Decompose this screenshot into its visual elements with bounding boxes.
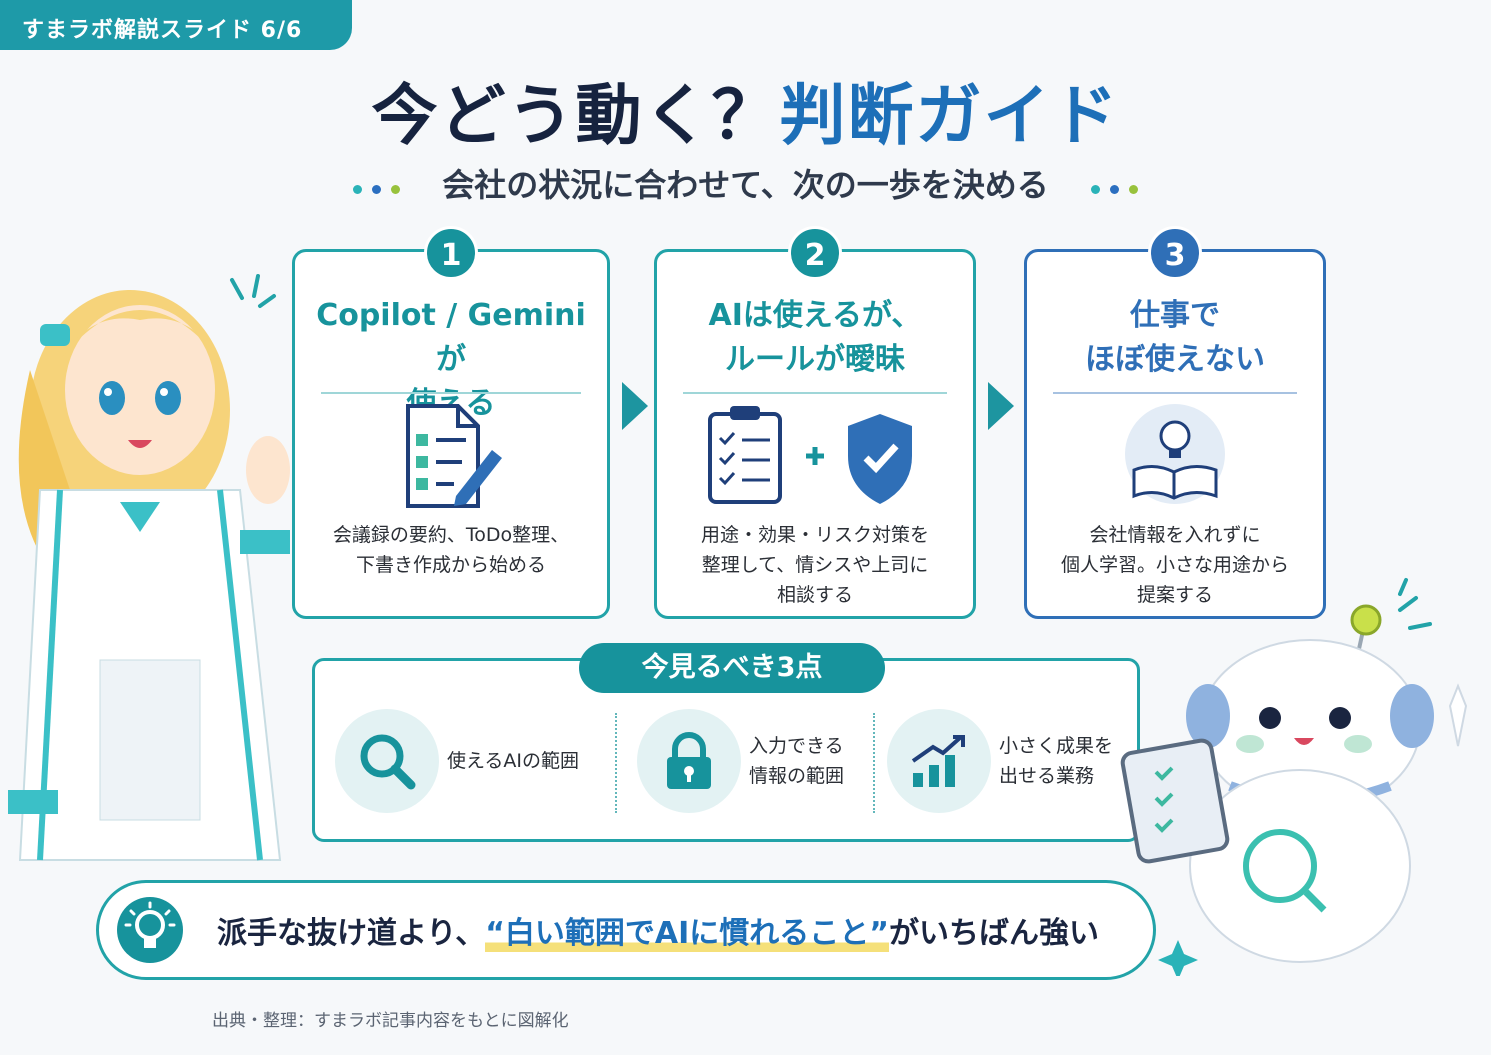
conclusion-highlight: “白い範囲でAIに慣れること” [485, 908, 890, 952]
point-separator-1 [615, 713, 617, 813]
point-1-text: 使えるAIの範囲 [447, 750, 580, 772]
slide-tag: すまラボ解説スライド 6/6 [0, 0, 352, 50]
conclusion-text: 派手な抜け道より、“白い範囲でAIに慣れること”がいちばん強い [217, 883, 1099, 977]
subtitle: 会社の状況に合わせて、次の一歩を決める [0, 160, 1491, 206]
card-3: 3 仕事で ほぼ使えない 会社情報を入れずに 個人学習。小さな用途から 提案する [1024, 226, 1326, 619]
decor-dots-left [348, 168, 405, 206]
title-part1: 今どう動く？ [371, 77, 780, 154]
card-3-body: 会社情報を入れずに 個人学習。小さな用途から 提案する [1060, 524, 1289, 606]
lightbulb-book-icon [1125, 404, 1225, 504]
robot-mascot-illustration [1120, 578, 1468, 976]
key-points-box: 今見るべき3点 使えるAIの範囲 入力できる情報の範囲 [312, 643, 1140, 842]
card-1-number: 1 [424, 226, 478, 280]
point-1: 使えるAIの範囲 [335, 705, 605, 817]
point-2: 入力できる情報の範囲 [637, 705, 867, 817]
growth-chart-icon [911, 735, 965, 787]
subtitle-text: 会社の状況に合わせて、次の一歩を決める [442, 166, 1049, 204]
source-note: 出典・整理：すまラボ記事内容をもとに図解化 [212, 1011, 569, 1031]
point-separator-2 [873, 713, 875, 813]
search-icon [360, 734, 416, 790]
clipboard-plus-shield-icon [708, 406, 912, 504]
guide-girl-illustration [8, 274, 290, 861]
title-part2: 判断ガイド [779, 77, 1120, 154]
point-3-text: 小さく成果を出せる業務 [999, 735, 1114, 787]
page-title: 今どう動く？判断ガイド [0, 62, 1491, 158]
card-1-heading: Copilot / Geminiが 使える [316, 298, 586, 421]
card-2: 2 AIは使えるが、 ルールが曖昧 用途・効果・リスク対策を 整理して、情シスや… [654, 226, 976, 619]
card-3-heading: 仕事で ほぼ使えない [1085, 298, 1265, 377]
key-points-title: 今見るべき3点 [579, 643, 885, 693]
point-3: 小さく成果を出せる業務 [887, 705, 1127, 817]
lightbulb-icon [124, 901, 176, 948]
card-2-body: 用途・効果・リスク対策を 整理して、情シスや上司に 相談する [700, 524, 929, 606]
card-1: 1 Copilot / Geminiが 使える 会議録の要約、ToDo整理、 下… [292, 226, 610, 619]
document-check-pencil-icon [406, 404, 502, 508]
flow-arrow-1 [622, 382, 648, 430]
card-2-heading: AIは使えるが、 ルールが曖昧 [708, 298, 922, 377]
conclusion-banner: 派手な抜け道より、“白い範囲でAIに慣れること”がいちばん強い [96, 880, 1156, 980]
card-2-number: 2 [788, 226, 842, 280]
decor-dots-right [1086, 168, 1143, 206]
flow-arrow-2 [988, 382, 1014, 430]
card-3-number: 3 [1148, 226, 1202, 280]
point-2-text: 入力できる情報の範囲 [749, 735, 845, 787]
card-1-body: 会議録の要約、ToDo整理、 下書き作成から始める [332, 524, 570, 576]
lock-icon [667, 732, 711, 789]
